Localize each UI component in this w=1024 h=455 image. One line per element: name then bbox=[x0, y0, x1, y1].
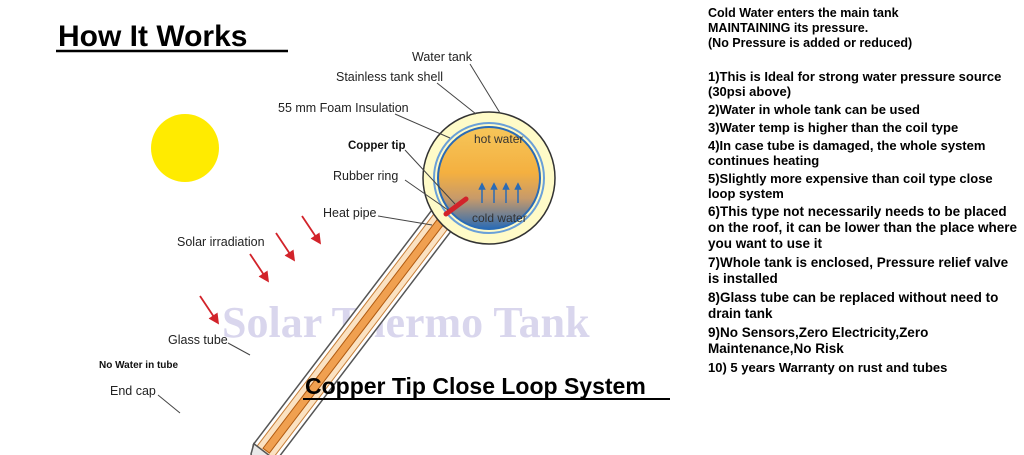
system-title: Copper Tip Close Loop System bbox=[305, 373, 646, 399]
leader-foam bbox=[394, 113, 451, 139]
label-glass-tube: Glass tube bbox=[168, 333, 228, 347]
irradiation-arrow bbox=[301, 215, 321, 245]
hot-water-label: hot water bbox=[474, 132, 523, 146]
convection-arrows bbox=[478, 182, 522, 203]
features-panel: Cold Water enters the main tank MAINTAIN… bbox=[708, 6, 1020, 375]
feature-item: 9)No Sensors,Zero Electricity,Zero Maint… bbox=[708, 325, 929, 356]
feature-item: 8)Glass tube can be replaced without nee… bbox=[708, 290, 999, 321]
feature-item: 10) 5 years Warranty on rust and tubes bbox=[708, 360, 948, 375]
page-title: How It Works bbox=[58, 20, 247, 53]
feature-item: 2)Water in whole tank can be used bbox=[708, 102, 920, 117]
intro-line-3: (No Pressure is added or reduced) bbox=[708, 36, 913, 50]
irradiation-arrow bbox=[199, 295, 219, 325]
label-copper-tip: Copper tip bbox=[348, 140, 406, 152]
features-list: 1)This is Ideal for strong water pressur… bbox=[708, 69, 1020, 375]
feature-item: 1)This is Ideal for strong water pressur… bbox=[708, 69, 1002, 99]
leader-heat-pipe bbox=[377, 215, 433, 226]
leader-end-cap bbox=[157, 394, 181, 414]
copper-tip bbox=[443, 196, 469, 217]
label-heat-pipe: Heat pipe bbox=[323, 206, 377, 220]
label-end-cap: End cap bbox=[110, 384, 156, 398]
leader-copper-tip bbox=[404, 149, 456, 205]
irradiation-arrow bbox=[249, 253, 269, 283]
intro-line-2: MAINTAINING its pressure. bbox=[708, 21, 869, 35]
sun-icon bbox=[151, 114, 219, 182]
feature-item: 7)Whole tank is enclosed, Pressure relie… bbox=[708, 255, 1009, 286]
label-rubber-ring: Rubber ring bbox=[333, 169, 398, 183]
feature-item: 4)In case tube is damaged, the whole sys… bbox=[708, 138, 986, 168]
label-water-tank: Water tank bbox=[412, 50, 473, 64]
label-foam-insulation: 55 mm Foam Insulation bbox=[278, 101, 409, 115]
irradiation-arrow bbox=[275, 232, 295, 262]
leader-water-tank bbox=[469, 63, 501, 114]
feature-item: 6)This type not necessarily needs to be … bbox=[708, 204, 1018, 251]
leader-lines bbox=[157, 63, 501, 414]
leader-stainless-shell bbox=[436, 82, 477, 115]
feature-item: 3)Water temp is higher than the coil typ… bbox=[708, 120, 959, 135]
feature-item: 5)Slightly more expensive than coil type… bbox=[708, 171, 993, 201]
evacuated-tube bbox=[250, 200, 462, 455]
water-tank: hot water cold water bbox=[422, 111, 556, 245]
label-stainless-shell: Stainless tank shell bbox=[336, 70, 443, 84]
leader-glass-tube bbox=[227, 342, 251, 356]
label-solar-irradiation: Solar irradiation bbox=[177, 235, 265, 249]
solar-arrows bbox=[199, 215, 321, 325]
intro-line-1: Cold Water enters the main tank bbox=[708, 6, 899, 20]
watermark: Solar Thermo Tank bbox=[222, 298, 590, 347]
label-no-water: No Water in tube bbox=[99, 360, 179, 371]
leader-rubber-ring bbox=[404, 179, 449, 211]
cold-water-label: cold water bbox=[472, 211, 527, 225]
